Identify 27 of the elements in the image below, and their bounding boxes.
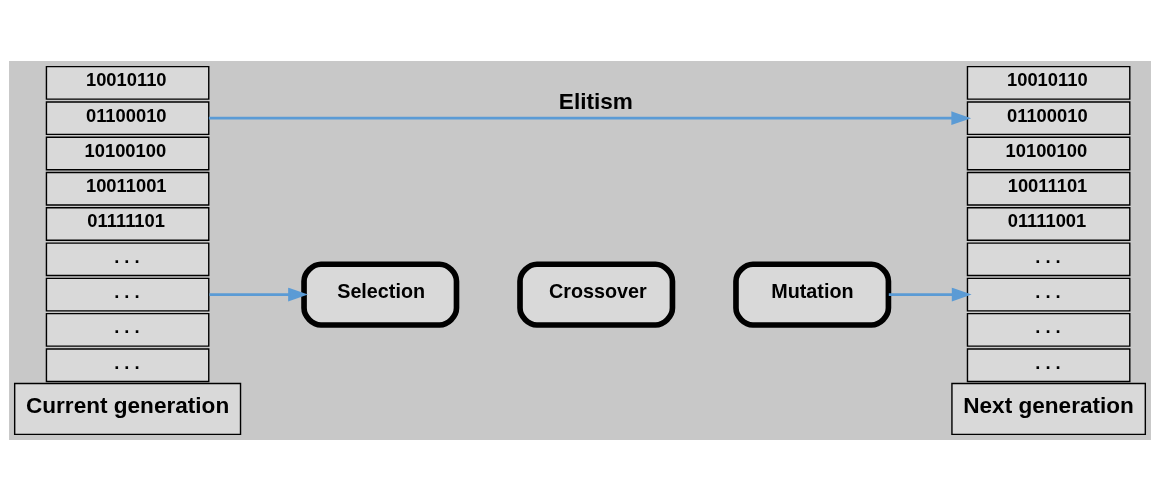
node-box: . . . [45, 277, 210, 312]
node-box: Next generation [951, 382, 1147, 435]
node-box: 01111001 [966, 206, 1131, 241]
node-box: Crossover [517, 260, 676, 328]
node-box: 10011001 [45, 171, 210, 206]
node-box: Current generation [13, 382, 242, 435]
arrow [208, 110, 972, 125]
node-box: . . . [45, 241, 210, 276]
node-box: Selection [301, 260, 460, 328]
node-box: 10100100 [966, 136, 1131, 170]
node-box: 10010110 [45, 65, 210, 100]
node-box: 10011101 [966, 171, 1131, 206]
arrow [888, 287, 972, 302]
arrow [209, 287, 308, 302]
node-box: 01100010 [45, 100, 210, 135]
node-box: . . . [45, 312, 210, 347]
node-box: 01100010 [966, 100, 1131, 135]
node-box: 10010110 [966, 65, 1131, 100]
node-box: . . . [966, 312, 1131, 347]
node-box: . . . [966, 347, 1131, 382]
node-box: . . . [45, 347, 210, 382]
node-box: . . . [966, 241, 1131, 276]
node-box: 01111101 [45, 206, 210, 241]
node-box: . . . [966, 277, 1131, 312]
node-box: 10100100 [45, 136, 210, 170]
edge-label: Elitism [558, 88, 633, 114]
node-box: Mutation [733, 260, 892, 328]
